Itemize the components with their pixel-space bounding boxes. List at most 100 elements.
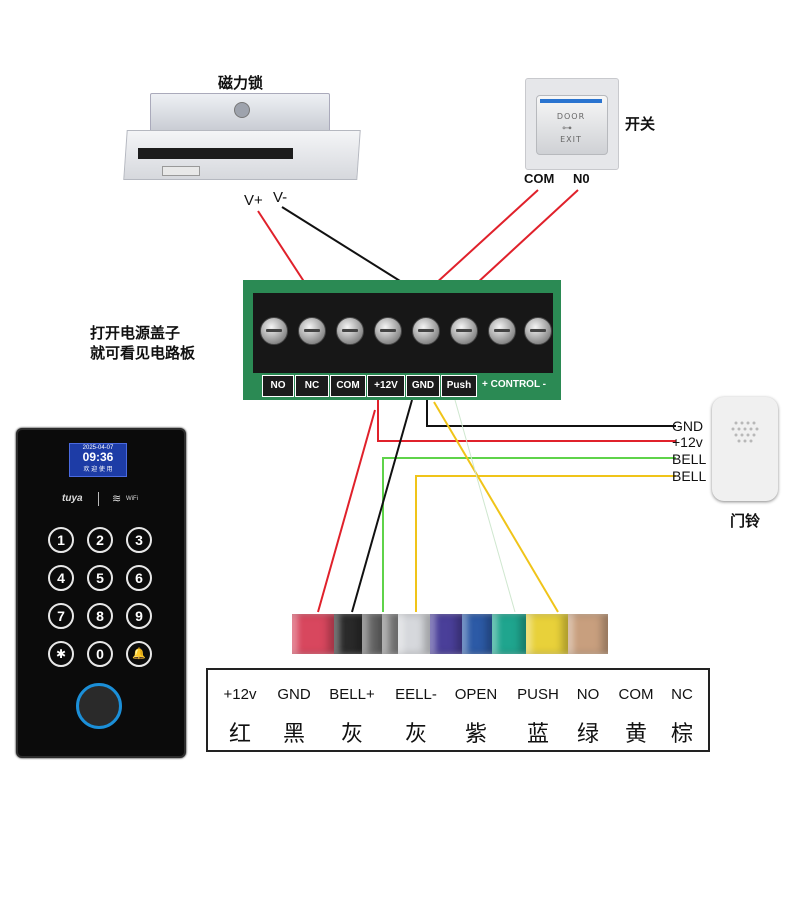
maglock-title: 磁力锁 xyxy=(218,74,264,92)
table-signal: BELL+ xyxy=(329,686,375,703)
terminal-screw[interactable] xyxy=(260,317,288,345)
doorbell-title: 门铃 xyxy=(730,512,761,530)
table-signal: NO xyxy=(576,686,600,703)
table-color: 黄 xyxy=(624,722,647,747)
cable-black xyxy=(334,614,362,654)
table-signal: NC xyxy=(671,686,693,703)
terminal-note-line2: 就可看见电路板 xyxy=(90,344,196,362)
table-signal: OPEN xyxy=(454,686,498,703)
key-1[interactable]: 1 xyxy=(48,527,74,553)
table-color: 红 xyxy=(228,722,251,747)
cable-gray2 xyxy=(382,614,398,654)
doorbell-unit xyxy=(712,397,778,501)
key-star[interactable]: ✱ xyxy=(48,641,74,667)
terminal-label-control: + CONTROL - xyxy=(482,379,546,390)
key-icon: ⊶ xyxy=(562,123,572,134)
maglock-nameplate xyxy=(162,166,200,176)
key-8[interactable]: 8 xyxy=(87,603,113,629)
terminal-screw[interactable] xyxy=(450,317,478,345)
harness-red-wire xyxy=(317,409,376,613)
terminal-screw[interactable] xyxy=(374,317,402,345)
harness-yellow-wire xyxy=(433,401,559,613)
bell-gnd-wire xyxy=(426,400,676,427)
table-signal: EELL- xyxy=(395,686,437,703)
terminal-screw[interactable] xyxy=(524,317,552,345)
bell-12v-wire xyxy=(377,400,676,442)
cable-yellow xyxy=(526,614,568,654)
exit-com-label: COM xyxy=(524,171,555,186)
terminal-label-no: NO xyxy=(262,375,294,397)
exit-switch-door-text: DOOR xyxy=(556,112,586,121)
screen-time: 09:36 xyxy=(82,450,114,464)
table-color: 蓝 xyxy=(526,722,549,747)
wifi-label: WiFi xyxy=(126,496,138,502)
table-color: 灰 xyxy=(340,722,363,747)
exit-switch-button xyxy=(536,95,608,155)
bell-wire-12v-label: +12v xyxy=(672,434,703,450)
terminal-note-line1: 打开电源盖子 xyxy=(90,324,181,342)
key-0[interactable]: 0 xyxy=(87,641,113,667)
terminal-label-gnd: GND xyxy=(406,375,440,397)
terminal-screw[interactable] xyxy=(336,317,364,345)
maglock-armature-plate xyxy=(150,93,330,132)
wire-color-table: +12v 红 GND 黑 BELL+ 灰 EELL- 灰 OPEN 紫 PUSH… xyxy=(206,668,710,752)
terminal-label-com: COM xyxy=(330,375,366,397)
table-color: 棕 xyxy=(670,722,693,747)
cable-red xyxy=(292,614,334,654)
screen-welcome: 欢 迎 使 用 xyxy=(83,467,113,473)
speaker-grille-icon xyxy=(731,421,759,443)
wifi-icon: ≋ xyxy=(112,493,122,505)
bell-wire-bell1-label: BELL xyxy=(672,451,707,467)
terminal-screw[interactable] xyxy=(488,317,516,345)
key-6[interactable]: 6 xyxy=(126,565,152,591)
key-4[interactable]: 4 xyxy=(48,565,74,591)
terminal-label-12v: +12V xyxy=(367,375,405,397)
terminal-label-strip: NO NC COM +12V GND Push + CONTROL - xyxy=(262,375,552,397)
maglock-vplus-label: V+ xyxy=(244,192,263,209)
table-signal: GND xyxy=(277,686,311,703)
table-signal: PUSH xyxy=(517,686,559,703)
harness-black-wire xyxy=(351,399,413,613)
fingerprint-sensor-icon[interactable] xyxy=(76,683,122,729)
exit-no-wire xyxy=(462,189,579,297)
terminal-screw[interactable] xyxy=(412,317,440,345)
terminal-label-nc: NC xyxy=(295,375,329,397)
exit-switch-accent xyxy=(540,99,602,103)
bell-key-icon[interactable]: 🔔 xyxy=(126,641,152,667)
brand-logo: tuya xyxy=(62,493,83,504)
cable-harness xyxy=(292,614,608,654)
bell-plus-wire xyxy=(382,457,676,612)
harness-faint-wire xyxy=(454,399,516,613)
cable-purple xyxy=(430,614,462,654)
maglock-slot xyxy=(138,148,293,159)
key-9[interactable]: 9 xyxy=(126,603,152,629)
key-7[interactable]: 7 xyxy=(48,603,74,629)
cable-brown xyxy=(568,614,608,654)
maglock-vminus-label: V- xyxy=(273,189,288,206)
exit-no-label: N0 xyxy=(573,171,590,186)
table-signal: +12v xyxy=(223,686,257,703)
screen-date: 2025-04-07 xyxy=(82,445,114,451)
terminal-screw[interactable] xyxy=(298,317,326,345)
table-color: 灰 xyxy=(404,722,427,747)
cable-white xyxy=(398,614,430,654)
keypad-screen: 2025-04-07 09:36 欢 迎 使 用 xyxy=(69,443,127,477)
table-color: 黑 xyxy=(282,722,305,747)
key-3[interactable]: 3 xyxy=(126,527,152,553)
cable-blue xyxy=(462,614,492,654)
table-color: 紫 xyxy=(464,722,487,747)
key-2[interactable]: 2 xyxy=(87,527,113,553)
bell-wire-gnd-label: GND xyxy=(672,418,704,434)
terminal-block xyxy=(253,293,553,373)
exit-switch-title: 开关 xyxy=(625,115,656,133)
table-color: 绿 xyxy=(576,722,599,747)
cable-teal xyxy=(492,614,526,654)
table-signal: COM xyxy=(618,686,654,703)
cable-gray1 xyxy=(362,614,382,654)
exit-switch-exit-text: EXIT xyxy=(560,135,582,144)
bell-minus-wire xyxy=(415,475,676,612)
terminal-label-push: Push xyxy=(441,375,477,397)
exit-com-wire xyxy=(421,189,539,297)
key-5[interactable]: 5 xyxy=(87,565,113,591)
keypad-divider xyxy=(98,492,99,506)
